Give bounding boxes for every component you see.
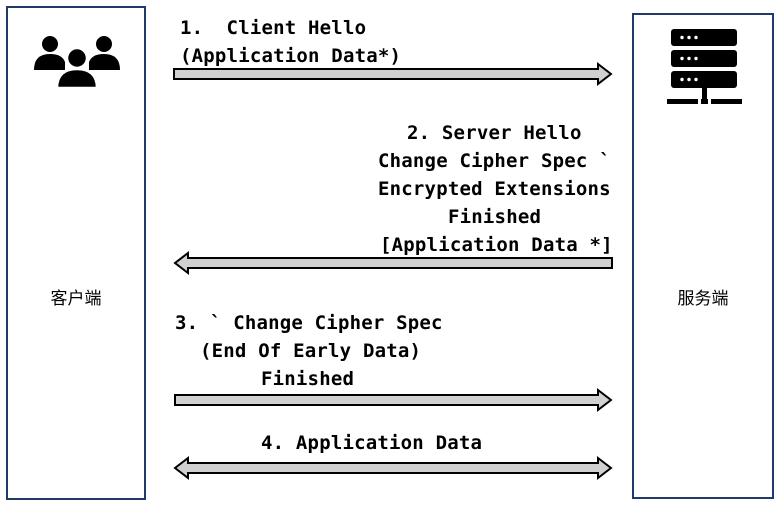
message-3-line-1: 3. ` Change Cipher Spec xyxy=(175,312,443,334)
message-2-line-1: 2. Server Hello xyxy=(407,122,582,144)
message-1-line-2: (Application Data*) xyxy=(180,45,402,67)
message-2-line-5: [Application Data *] xyxy=(380,234,613,256)
client-box: 客户端 xyxy=(6,6,146,500)
arrow-1-right xyxy=(173,61,613,87)
message-2-line-2: Change Cipher Spec ` xyxy=(378,150,611,172)
client-label: 客户端 xyxy=(50,289,102,309)
message-2-line-4: Finished xyxy=(448,206,542,228)
arrow-3-right xyxy=(174,387,613,413)
arrow-2-left xyxy=(173,250,613,276)
message-3-line-2: (End Of Early Data) xyxy=(200,340,422,362)
users-icon xyxy=(34,36,120,90)
server-icon xyxy=(667,29,742,104)
message-1-line-1: 1. Client Hello xyxy=(180,17,367,39)
message-4-line-1: 4. Application Data xyxy=(261,432,483,454)
arrow-4-both xyxy=(173,455,613,481)
message-2-line-3: Encrypted Extensions xyxy=(378,178,611,200)
server-box: 服务端 xyxy=(632,13,774,499)
message-3-line-3: Finished xyxy=(261,368,355,390)
server-label: 服务端 xyxy=(677,289,729,309)
